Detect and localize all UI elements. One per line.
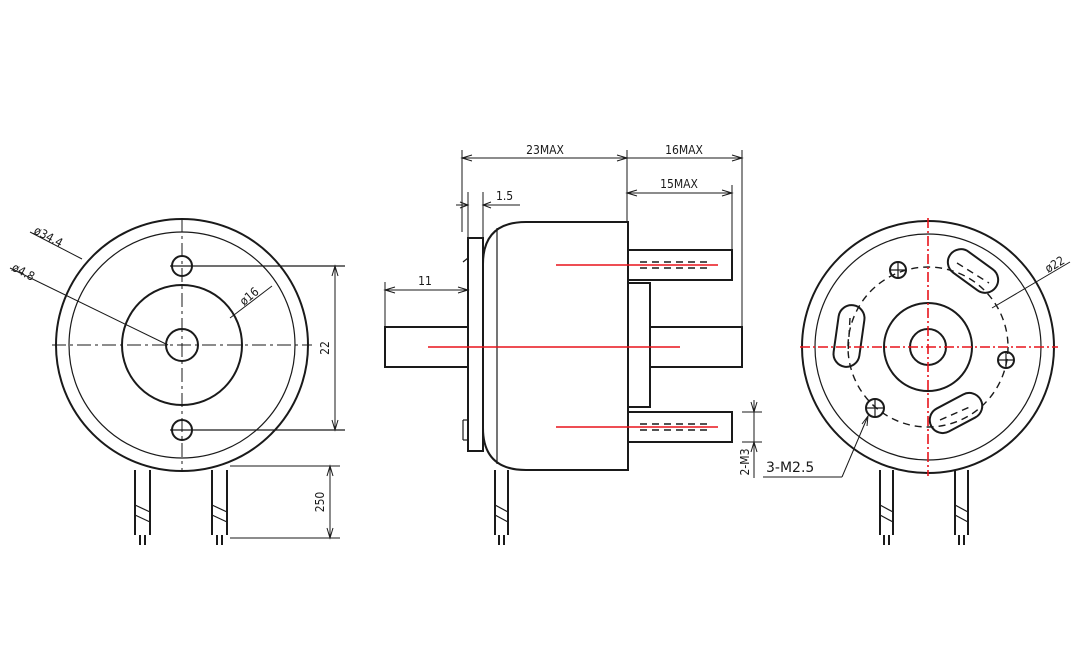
dim-pitch-diameter: ø22 xyxy=(1043,253,1068,275)
side-rear-bearing xyxy=(627,282,651,408)
dim-rear-length: 16MAX xyxy=(665,143,703,157)
front-lead-right xyxy=(211,470,228,545)
dim-outer-diameter: ø34.4 xyxy=(32,223,66,250)
side-view: 23MAX 16MAX 15MAX 1.5 11 2-M3 xyxy=(383,143,762,545)
rear-lead-left xyxy=(879,470,894,545)
rear-screw-hole xyxy=(889,261,907,279)
dim-lead-length: 250 xyxy=(313,492,327,513)
rear-slot-left xyxy=(832,304,866,368)
dim-total-length: 23MAX xyxy=(526,143,564,157)
side-flange xyxy=(467,237,484,452)
dim-height: 22 xyxy=(318,341,332,355)
dim-flange-thickness: 1.5 xyxy=(496,189,513,203)
dim-terminal-length: 15MAX xyxy=(660,177,698,191)
rear-slot-top-right xyxy=(946,248,1000,294)
front-lead-left xyxy=(134,470,151,545)
rear-screw-hole xyxy=(997,351,1015,369)
dim-mount-thread: 2-M3 xyxy=(738,449,752,476)
dim-hole-diameter: ø4.8 xyxy=(10,260,38,284)
front-view: 22 250 ø34.4 ø4.8 ø16 xyxy=(10,218,345,545)
side-body xyxy=(482,221,629,471)
dim-shaft-length: 11 xyxy=(418,274,432,288)
rear-lead-right xyxy=(954,470,969,545)
rear-screw-hole xyxy=(865,398,885,418)
dim-screw-holes: 3-M2.5 xyxy=(766,460,814,476)
rear-view: ø22 3-M2.5 xyxy=(763,218,1071,545)
rear-slot-bottom-right xyxy=(928,391,984,435)
dim-boss-diameter: ø16 xyxy=(237,284,262,308)
